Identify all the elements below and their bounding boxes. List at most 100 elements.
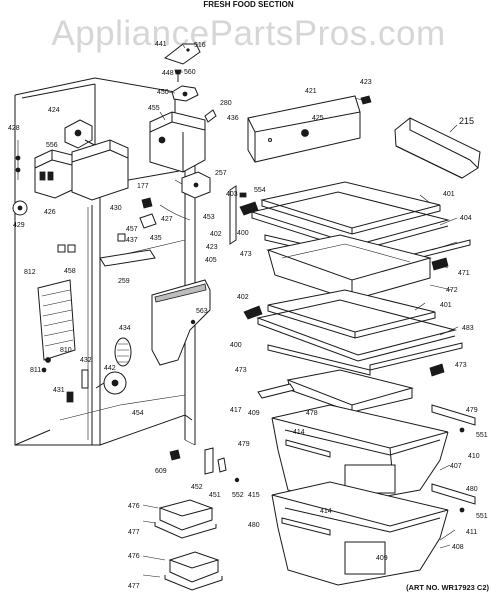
part-label: 483 bbox=[462, 325, 474, 332]
part-label: 479 bbox=[238, 441, 250, 448]
screw-552 bbox=[234, 477, 240, 483]
pan-cover-478 bbox=[286, 369, 414, 413]
part-label: 480 bbox=[466, 486, 478, 493]
part-label: 810 bbox=[60, 347, 72, 354]
part-label: 453 bbox=[203, 214, 215, 221]
clip-554 bbox=[239, 192, 247, 198]
rail-403 bbox=[229, 185, 237, 245]
fan-blade-429 bbox=[12, 200, 28, 216]
rail-417 bbox=[257, 383, 295, 399]
part-label: 551 bbox=[476, 432, 488, 439]
part-451 bbox=[217, 457, 227, 473]
crisper-cover-472 bbox=[266, 234, 432, 301]
part-label: 473 bbox=[455, 362, 467, 369]
part-label: 472 bbox=[446, 287, 458, 294]
air-duct-430 bbox=[71, 139, 129, 201]
part-label: 402 bbox=[237, 294, 249, 301]
part-label: 516 bbox=[194, 42, 206, 49]
shelf-401-upper bbox=[260, 181, 441, 235]
part-label: 479 bbox=[466, 407, 478, 414]
part-label: 811 bbox=[30, 367, 41, 374]
part-label: 400 bbox=[230, 342, 242, 349]
part-label: 458 bbox=[64, 268, 76, 275]
grille-434 bbox=[114, 337, 132, 367]
part-label: 434 bbox=[119, 325, 131, 332]
section-title: FRESH FOOD SECTION bbox=[203, 0, 294, 9]
clip-551b bbox=[459, 507, 465, 513]
part-label: 423 bbox=[206, 244, 218, 251]
part-label: 554 bbox=[254, 187, 266, 194]
art-number: (ART NO. WR17923 C2) bbox=[406, 583, 489, 592]
part-label-group: 441 516 448 560 450 455 280 436 421 423 … bbox=[8, 41, 488, 590]
drawer-410 bbox=[271, 404, 449, 506]
part-label: 471 bbox=[458, 270, 470, 277]
part-label: 477 bbox=[128, 583, 140, 590]
part-label: 409 bbox=[248, 410, 260, 417]
light-cover-441 bbox=[163, 43, 201, 65]
part-label: 402 bbox=[210, 231, 222, 238]
part-259 bbox=[99, 249, 156, 267]
slide-479 bbox=[431, 404, 476, 426]
trim-473-lower bbox=[267, 344, 371, 376]
motor-442 bbox=[95, 371, 127, 395]
dairy-bin-215 bbox=[394, 117, 481, 179]
part-label: 452 bbox=[191, 484, 203, 491]
fan-bracket-424 bbox=[64, 119, 101, 149]
part-label: 476 bbox=[128, 553, 140, 560]
shield-405 bbox=[151, 279, 211, 366]
part-label: 477 bbox=[128, 529, 140, 536]
part-label: 423 bbox=[360, 79, 372, 86]
part-432 bbox=[81, 369, 89, 389]
part-label: 400 bbox=[237, 230, 249, 237]
trim-483 bbox=[369, 342, 463, 371]
part-label: 437 bbox=[126, 237, 138, 244]
switch-group-435 bbox=[117, 197, 157, 242]
part-label: 215 bbox=[459, 116, 474, 126]
part-label: 411 bbox=[466, 529, 477, 536]
leader-lines bbox=[142, 44, 459, 578]
shelf-frame-400-lower bbox=[243, 299, 457, 362]
control-panel-421 bbox=[247, 95, 361, 163]
parts-458 bbox=[57, 244, 76, 253]
part-label: 426 bbox=[44, 209, 56, 216]
part-473c bbox=[429, 363, 445, 377]
part-label: 432 bbox=[80, 357, 92, 364]
clip-551a bbox=[459, 427, 465, 433]
part-label: 478 bbox=[306, 410, 318, 417]
evaporator-housing-426 bbox=[34, 149, 73, 199]
part-label: 457 bbox=[126, 226, 138, 233]
light-socket-450 bbox=[171, 85, 199, 102]
part-label: 427 bbox=[161, 216, 173, 223]
part-label: 556 bbox=[46, 142, 58, 149]
egg-tray-476-upper bbox=[154, 499, 217, 539]
part-label: 409 bbox=[376, 555, 388, 562]
part-label: 441 bbox=[155, 41, 167, 48]
part-label: 403 bbox=[226, 191, 238, 198]
part-label: 480 bbox=[248, 522, 260, 529]
part-label: 425 bbox=[312, 115, 324, 122]
part-label: 408 bbox=[452, 544, 464, 551]
part-label: 421 bbox=[305, 88, 317, 95]
part-label: 431 bbox=[53, 387, 65, 394]
part-label: 455 bbox=[148, 105, 160, 112]
part-label: 430 bbox=[110, 205, 122, 212]
part-label: 415 bbox=[248, 492, 260, 499]
part-label: 442 bbox=[104, 365, 116, 372]
part-label: 428 bbox=[8, 125, 20, 132]
part-label: 410 bbox=[468, 453, 480, 460]
wire-428 bbox=[15, 140, 21, 180]
part-label: 414 bbox=[320, 508, 332, 515]
part-431 bbox=[66, 391, 74, 403]
part-label: 560 bbox=[184, 69, 196, 76]
shelf-frame-400-upper bbox=[239, 191, 450, 252]
shelf-401-lower bbox=[267, 289, 436, 339]
part-label: 812 bbox=[24, 269, 36, 276]
egg-tray-476-lower bbox=[164, 551, 223, 591]
drawer-411 bbox=[271, 481, 449, 586]
part-label: 454 bbox=[132, 410, 144, 417]
part-label: 473 bbox=[240, 251, 252, 258]
part-label: 404 bbox=[460, 215, 472, 222]
part-label: 405 bbox=[205, 257, 217, 264]
knob-423 bbox=[360, 95, 372, 105]
part-label: 414 bbox=[293, 429, 305, 436]
